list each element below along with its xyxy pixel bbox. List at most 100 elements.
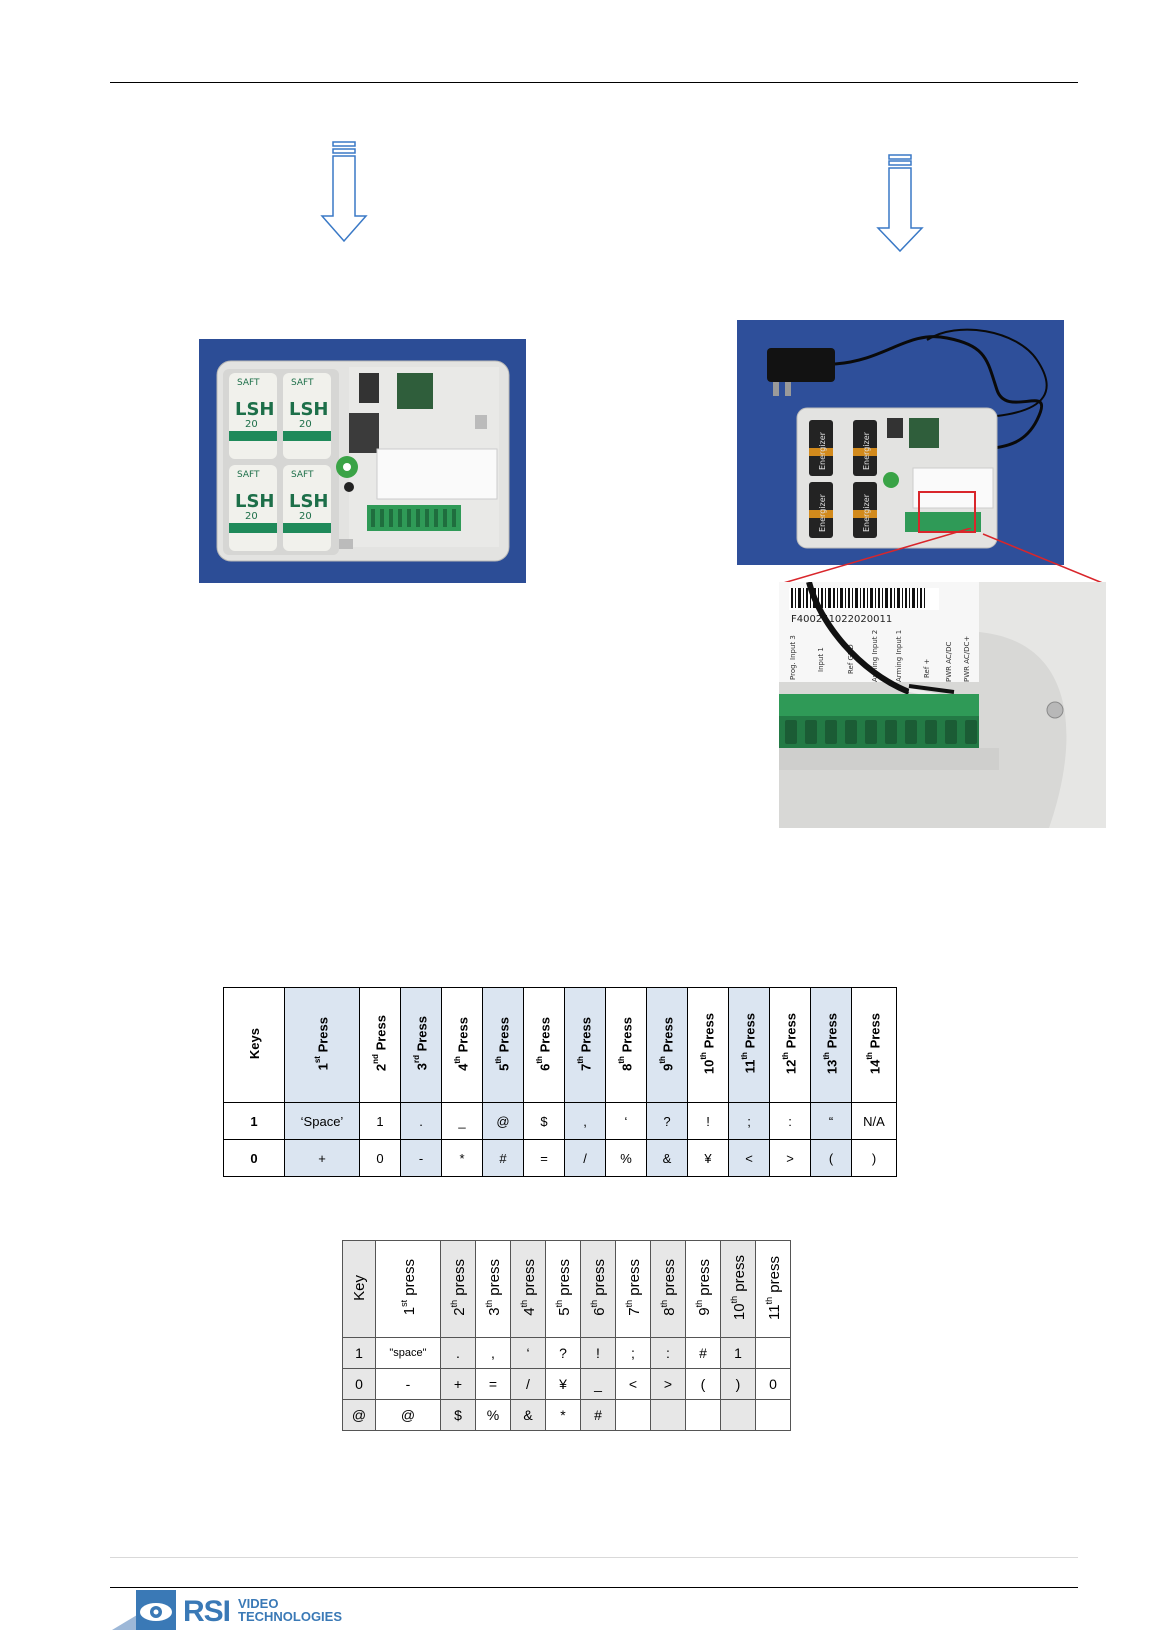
- table-cell: 1: [223, 1102, 285, 1140]
- table-header-cell: 13th Press: [810, 987, 852, 1103]
- table-header-cell: Keys: [223, 987, 285, 1103]
- battery-cell: SAFT LSH 20: [283, 373, 331, 459]
- terminal-label: PWR AC/DC+: [963, 636, 971, 682]
- terminal-label: Arming Input 1: [895, 630, 903, 682]
- table-cell: 1: [720, 1337, 756, 1369]
- table-cell: =: [523, 1139, 565, 1177]
- table-header-cell: 2nd Press: [359, 987, 401, 1103]
- table-cell: :: [650, 1337, 686, 1369]
- table-cell: =: [475, 1368, 511, 1400]
- battery-size-text: 20: [299, 511, 312, 522]
- table-cell: ‘: [510, 1337, 546, 1369]
- table-cell: ,: [475, 1337, 511, 1369]
- photo-alkaline-battery-unit: Energizer Energizer Energizer Energizer: [737, 320, 1064, 565]
- table-header-cell: 11th press: [755, 1240, 791, 1338]
- table-cell: &: [646, 1139, 688, 1177]
- table-cell: +: [440, 1368, 476, 1400]
- table-row: 1 "space" . , ‘ ? ! ; : # 1: [342, 1337, 791, 1369]
- table-cell: /: [510, 1368, 546, 1400]
- terminal-label: Ref +: [923, 658, 931, 678]
- table-header-cell: 4th Press: [441, 987, 483, 1103]
- battery-brand-text: SAFT: [291, 470, 314, 480]
- table-cell: 0: [223, 1139, 285, 1177]
- terminal-label: PWR AC/DC: [945, 641, 953, 682]
- table-cell: %: [605, 1139, 647, 1177]
- terminal-label: Input 1: [817, 647, 825, 672]
- table-cell: #: [580, 1399, 616, 1431]
- table-cell: !: [687, 1102, 729, 1140]
- table-cell: 1: [359, 1102, 401, 1140]
- table-cell: ,: [564, 1102, 606, 1140]
- energizer-battery: Energizer: [853, 482, 877, 538]
- table-header-cell: 8th press: [650, 1240, 686, 1338]
- table-header-cell: 14th Press: [851, 987, 897, 1103]
- table-cell: .: [440, 1337, 476, 1369]
- table-cell: @: [342, 1399, 376, 1431]
- battery-size-text: 20: [245, 511, 258, 522]
- battery-brand-text: SAFT: [291, 378, 314, 388]
- table-header-cell: 6th Press: [523, 987, 565, 1103]
- battery-brand-text: SAFT: [237, 378, 260, 388]
- table-cell: ¥: [545, 1368, 581, 1400]
- table-header-cell: 11th Press: [728, 987, 770, 1103]
- energizer-label: Energizer: [862, 431, 871, 470]
- table-cell: 0: [359, 1139, 401, 1177]
- table-row: 0 - + = / ¥ _ < > ( ) 0: [342, 1368, 791, 1400]
- table-cell: ?: [646, 1102, 688, 1140]
- battery-model-text: LSH: [235, 491, 275, 512]
- table-header-cell: 12th Press: [769, 987, 811, 1103]
- table-header-cell: 5th press: [545, 1240, 581, 1338]
- table-cell: "space": [375, 1337, 441, 1369]
- barcode: F400241022020011: [789, 588, 939, 625]
- table-header-cell: 9th Press: [646, 987, 688, 1103]
- table-cell: %: [475, 1399, 511, 1431]
- table-cell: ‘: [605, 1102, 647, 1140]
- battery-cell: SAFT LSH 20: [229, 373, 277, 459]
- energizer-battery: Energizer: [809, 420, 833, 476]
- table-header-cell: 7th press: [615, 1240, 651, 1338]
- table-cell: [755, 1337, 791, 1369]
- battery-cell: SAFT LSH 20: [229, 465, 277, 551]
- terminal-label: Arming Input 2: [871, 630, 879, 682]
- table-header-cell: 6th press: [580, 1240, 616, 1338]
- table-header-cell: 9th press: [685, 1240, 721, 1338]
- table-cell: +: [284, 1139, 360, 1177]
- table-cell: ‘Space’: [284, 1102, 360, 1140]
- table-cell: *: [441, 1139, 483, 1177]
- battery-model-text: LSH: [235, 399, 275, 420]
- photo-terminal-closeup: F400241022020011 Prog. Input 3 Input 1 R…: [779, 582, 1106, 828]
- table-cell: @: [375, 1399, 441, 1431]
- table-cell: <: [615, 1368, 651, 1400]
- table-cell: &: [510, 1399, 546, 1431]
- table-header-cell: 4th press: [510, 1240, 546, 1338]
- table-cell: ;: [615, 1337, 651, 1369]
- table-cell: “: [810, 1102, 852, 1140]
- table-header-cell: 5th Press: [482, 987, 524, 1103]
- table-cell: 0: [755, 1368, 791, 1400]
- key-press-table-1: Keys 1st Press 2nd Press 3rd Press 4th P…: [223, 987, 897, 1177]
- table-cell: 0: [342, 1368, 376, 1400]
- battery-model-text: LSH: [289, 491, 329, 512]
- table-header-row: Keys 1st Press 2nd Press 3rd Press 4th P…: [223, 987, 897, 1103]
- table-cell: _: [441, 1102, 483, 1140]
- energizer-label: Energizer: [818, 493, 827, 532]
- table-header-cell: 8th Press: [605, 987, 647, 1103]
- table-cell: $: [440, 1399, 476, 1431]
- table-header-cell: 7th Press: [564, 987, 606, 1103]
- down-arrow-icon-left: [320, 141, 368, 243]
- header-rule: [110, 82, 1078, 83]
- table-cell: *: [545, 1399, 581, 1431]
- table-header-cell: 2th press: [440, 1240, 476, 1338]
- table-cell: /: [564, 1139, 606, 1177]
- table-cell: ): [851, 1139, 897, 1177]
- table-row: @ @ $ % & * #: [342, 1399, 791, 1431]
- table-cell: @: [482, 1102, 524, 1140]
- down-arrow-icon-right: [876, 154, 924, 253]
- battery-cell: SAFT LSH 20: [283, 465, 331, 551]
- table-header-cell: 3th press: [475, 1240, 511, 1338]
- table-cell: -: [400, 1139, 442, 1177]
- barcode-number: F400241022020011: [791, 614, 892, 625]
- table-header-cell: 1st Press: [284, 987, 360, 1103]
- table-header-cell: 1st press: [375, 1240, 441, 1338]
- table-cell: $: [523, 1102, 565, 1140]
